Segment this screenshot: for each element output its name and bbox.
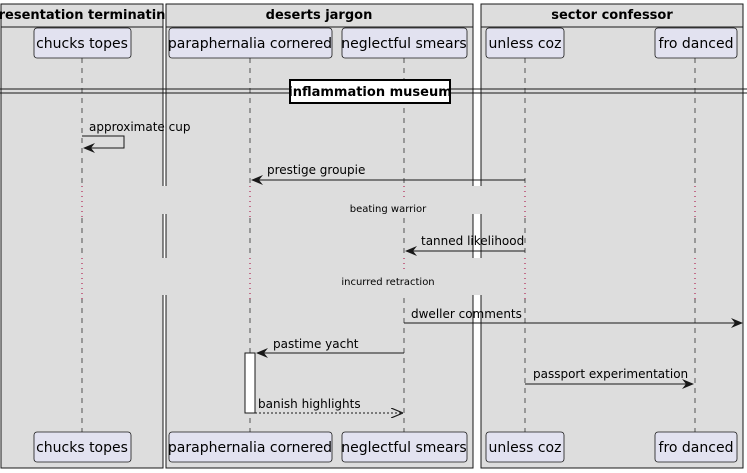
participant-chucks-topes-bottom: chucks topes	[33, 431, 132, 463]
participant-label: paraphernalia cornered	[168, 36, 332, 52]
participant-label: chucks topes	[36, 36, 128, 52]
participant-neglectful-smears-bottom: neglectful smears	[341, 431, 468, 463]
participant-paraphernalia-cornered-bottom: paraphernalia cornered	[168, 431, 333, 463]
message-prestige-groupie: prestige groupie	[251, 163, 525, 185]
participant-label: fro danced	[659, 36, 734, 52]
message-label: tanned likelihood	[421, 234, 524, 248]
message-label: prestige groupie	[267, 163, 365, 177]
message-pastime-yacht: pastime yacht	[256, 337, 404, 358]
message-label: banish highlights	[258, 397, 361, 411]
participant-heads-bottom: chucks topes paraphernalia cornered negl…	[33, 431, 738, 463]
delay-label: incurred retraction	[341, 277, 434, 288]
box-presentation-terminating: presentation terminating	[0, 3, 175, 469]
participant-label: paraphernalia cornered	[168, 440, 332, 456]
box-title: deserts jargon	[266, 8, 373, 23]
participant-label: fro danced	[659, 440, 734, 456]
divider-label: inflammation museum	[288, 85, 452, 100]
messages: approximate cup prestige groupie tanned …	[82, 120, 743, 414]
delay-segments: beating warrior incurred retraction	[70, 186, 720, 300]
message-tanned-likelihood: tanned likelihood	[405, 234, 525, 256]
participant-fro-danced: fro danced	[654, 27, 738, 59]
message-label: dweller comments	[411, 307, 522, 321]
participant-paraphernalia-cornered: paraphernalia cornered	[168, 27, 333, 59]
message-banish-highlights: banish highlights	[255, 397, 402, 413]
participant-label: neglectful smears	[341, 440, 466, 456]
participant-label: neglectful smears	[341, 36, 466, 52]
divider: inflammation museum	[0, 79, 747, 104]
message-approximate-cup: approximate cup	[82, 120, 190, 153]
participant-label: unless coz	[489, 36, 562, 52]
activation-bar	[244, 352, 256, 414]
participant-fro-danced-bottom: fro danced	[654, 431, 738, 463]
participant-unless-coz-bottom: unless coz	[485, 431, 565, 463]
message-label: passport experimentation	[533, 367, 688, 381]
participant-label: chucks topes	[36, 440, 128, 456]
message-label: pastime yacht	[273, 337, 359, 351]
participant-unless-coz: unless coz	[485, 27, 565, 59]
box-title: presentation terminating	[0, 8, 175, 23]
delay-label: beating warrior	[350, 204, 427, 215]
message-passport-experimentation: passport experimentation	[525, 367, 694, 389]
box-title: sector confessor	[551, 8, 673, 23]
participant-chucks-topes: chucks topes	[33, 27, 132, 59]
participant-label: unless coz	[489, 440, 562, 456]
participant-neglectful-smears: neglectful smears	[341, 27, 468, 59]
message-label: approximate cup	[89, 120, 190, 134]
message-dweller-comments: dweller comments	[404, 307, 743, 328]
participant-heads-top: chucks topes paraphernalia cornered negl…	[33, 27, 738, 59]
